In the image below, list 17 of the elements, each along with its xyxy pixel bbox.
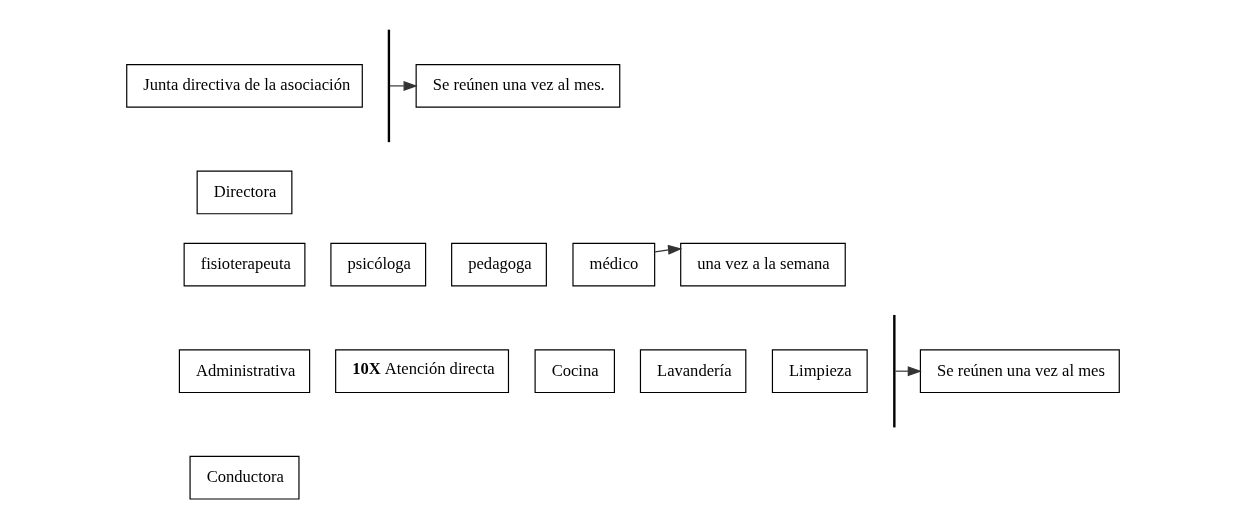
node-box: 10X Atención directa: [335, 349, 510, 394]
node-box: Lavandería: [639, 349, 747, 394]
arrow: [389, 80, 418, 91]
node-box: Conductora: [189, 455, 300, 500]
node-box: Administrativa: [178, 349, 311, 394]
arrow: [654, 244, 683, 255]
node-box: Cocina: [534, 349, 615, 394]
node-box: médico: [572, 242, 656, 287]
node-box: pedagoga: [451, 242, 547, 287]
node-box: Se reúnen una vez al mes: [919, 349, 1120, 394]
node-box: Directora: [196, 170, 293, 215]
node-box: Limpieza: [771, 349, 868, 394]
node-box: psicóloga: [330, 242, 427, 287]
node-box: fisioterapeuta: [183, 242, 306, 287]
node-box: una vez a la semana: [680, 242, 846, 287]
node-box: Junta directiva de la asociación: [126, 64, 363, 108]
node-box: Se reúnen una vez al mes.: [415, 64, 621, 108]
